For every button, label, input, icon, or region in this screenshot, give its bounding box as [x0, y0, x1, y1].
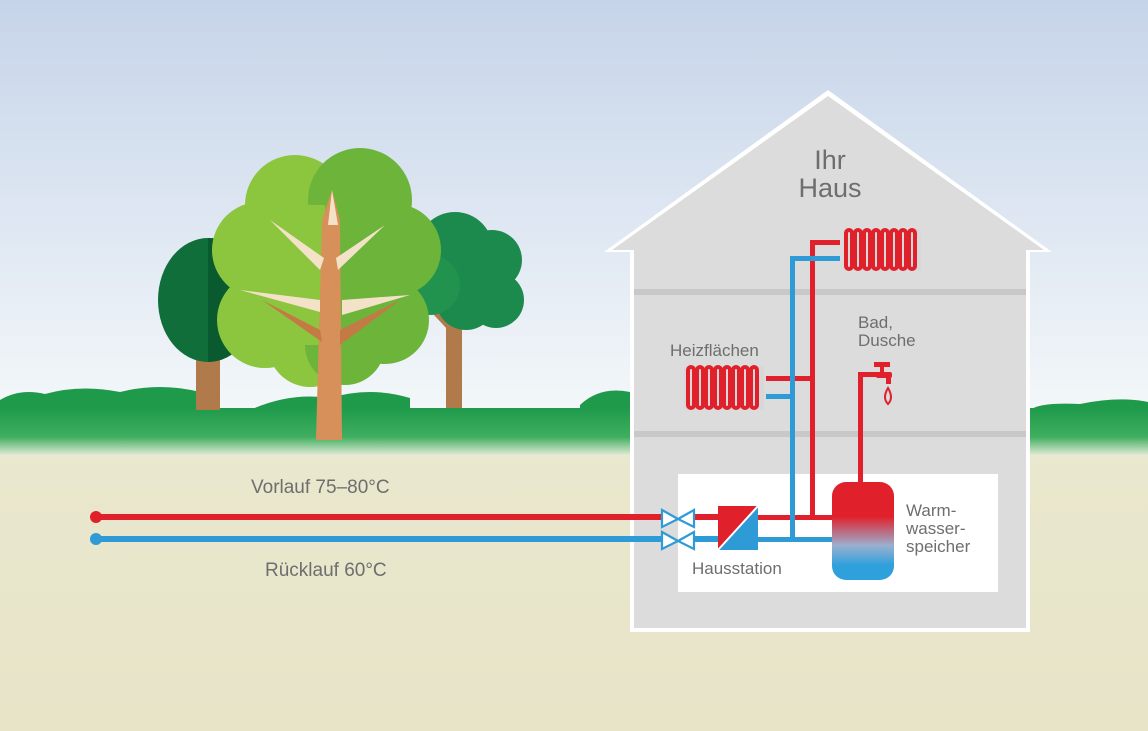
radiators-label: Heizflächen [670, 341, 759, 360]
supply-line [90, 511, 720, 523]
internal-return-pipes [758, 256, 840, 542]
water-tank-icon [832, 482, 894, 580]
house-station-label: Hausstation [692, 559, 782, 578]
house-title-line2: Haus [798, 173, 862, 204]
radiator-icon-middle [684, 365, 764, 410]
floor-divider-lower [634, 431, 1026, 437]
bathroom-label-line2: Dusche [858, 330, 916, 350]
supply-label: Vorlauf 75–80°C [251, 477, 390, 498]
tree-large-center [212, 148, 441, 440]
bathroom-label-line1: Bad, [858, 313, 893, 332]
tank-label-line2: wasser- [906, 518, 966, 538]
heat-exchanger-icon [717, 505, 759, 551]
tank-label-line3: speicher [906, 536, 971, 556]
house-title-line1: Ihr [814, 145, 846, 175]
house-title: Ihr Haus [790, 146, 870, 203]
water-tap-icon [874, 362, 892, 406]
tank-label: Warm- wasser- speicher [906, 502, 970, 556]
valve-icon [660, 508, 696, 551]
tank-label-line1: Warm- [906, 501, 957, 520]
radiator-icon-upper [843, 228, 921, 271]
return-label: Rücklauf 60°C [265, 560, 387, 581]
floor-divider-upper [634, 289, 1026, 295]
bathroom-label: Bad, Dusche [858, 314, 916, 350]
internal-supply-pipes [758, 240, 882, 520]
return-line [90, 533, 720, 545]
